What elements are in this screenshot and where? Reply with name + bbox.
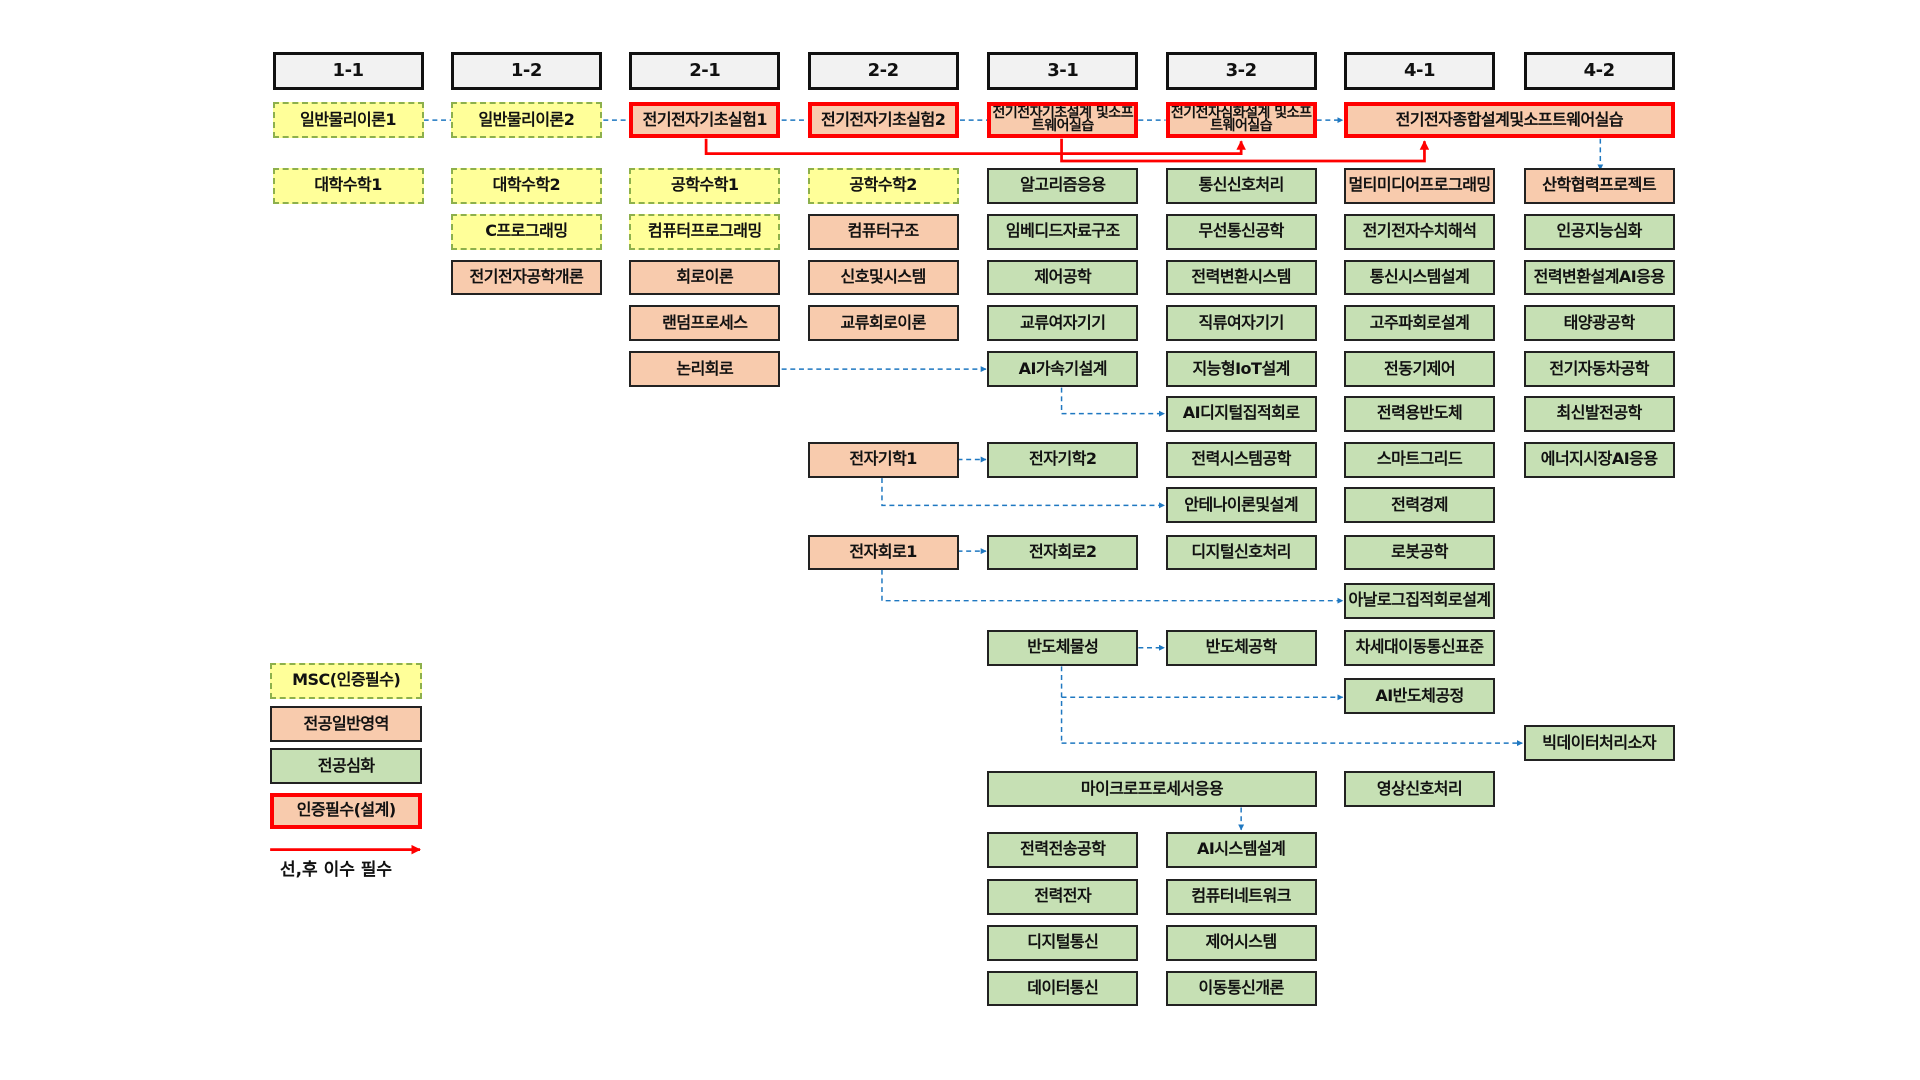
legend-gen: 전공일반영역	[270, 706, 423, 742]
course-box[interactable]: 반도체공학	[1165, 629, 1317, 666]
semester-header-3-1: 3-1	[987, 52, 1139, 91]
course-box[interactable]: 전자기학2	[987, 441, 1139, 478]
course-box[interactable]: 전자기학1	[807, 441, 959, 478]
course-box[interactable]: AI가속기설계	[987, 351, 1139, 388]
course-box[interactable]: 마이크로프로세서응용	[987, 771, 1317, 808]
course-box[interactable]: 직류여자기기	[1165, 305, 1317, 342]
course-box[interactable]: 제어시스템	[1165, 924, 1317, 961]
course-box[interactable]: C프로그래밍	[450, 213, 602, 250]
legend-cert: 인증필수(설계)	[270, 792, 423, 829]
link-aiaccel-aidigital	[1060, 387, 1165, 417]
course-box[interactable]: 회로이론	[629, 259, 781, 296]
prereq-design1-capstone	[1060, 138, 1430, 163]
course-box[interactable]: 컴퓨터네트워크	[1165, 878, 1317, 915]
course-box[interactable]: 고주파회로설계	[1344, 305, 1496, 342]
course-box[interactable]: 대학수학1	[272, 167, 424, 204]
course-box[interactable]: 통신신호처리	[1165, 167, 1317, 204]
course-box[interactable]: 디지털신호처리	[1165, 534, 1317, 571]
legend-adv: 전공심화	[270, 748, 423, 785]
course-box[interactable]: 스마트그리드	[1344, 441, 1496, 478]
course-box[interactable]: 에너지시장AI응용	[1523, 441, 1675, 478]
link-ec1-analog	[881, 569, 1344, 604]
course-box[interactable]: 이동통신개론	[1165, 970, 1317, 1007]
course-box[interactable]: 컴퓨터구조	[807, 213, 959, 250]
course-box[interactable]: 지능형IoT설계	[1165, 351, 1317, 388]
course-box[interactable]: 알고리즘응용	[987, 167, 1139, 204]
semester-header-1-1: 1-1	[272, 52, 424, 91]
course-box[interactable]: 데이터통신	[987, 970, 1139, 1007]
course-box[interactable]: 공학수학1	[629, 167, 781, 204]
course-box[interactable]: 전기전자수치해석	[1344, 213, 1496, 250]
course-box[interactable]: 차세대이동통신표준	[1344, 629, 1496, 666]
semester-header-4-2: 4-2	[1523, 52, 1675, 91]
course-box[interactable]: 빅데이터처리소자	[1523, 725, 1675, 762]
course-box[interactable]: 무선통신공학	[1165, 213, 1317, 250]
course-box[interactable]: 교류회로이론	[807, 305, 959, 342]
course-box[interactable]: 랜덤프로세스	[629, 305, 781, 342]
course-box[interactable]: 교류여자기기	[987, 305, 1139, 342]
semester-header-2-1: 2-1	[629, 52, 781, 91]
course-box[interactable]: 제어공학	[987, 259, 1139, 296]
legend-msc: MSC(인증필수)	[270, 662, 423, 699]
course-box[interactable]: 아날로그집적회로설계	[1344, 582, 1496, 619]
course-box[interactable]: 전동기제어	[1344, 351, 1496, 388]
course-box[interactable]: 산학협력프로젝트	[1523, 167, 1675, 204]
course-box[interactable]: 로봇공학	[1344, 534, 1496, 571]
course-box[interactable]: 전력전자	[987, 878, 1139, 915]
course-box[interactable]: 일반물리이론2	[450, 102, 602, 139]
course-box[interactable]: 태양광공학	[1523, 305, 1675, 342]
course-box[interactable]: AI시스템설계	[1165, 831, 1317, 868]
course-box[interactable]: AI반도체공정	[1344, 678, 1496, 715]
course-box[interactable]: 전력시스템공학	[1165, 441, 1317, 478]
course-box[interactable]: 전기전자종합설계및소프트웨어실습	[1344, 102, 1675, 139]
course-box[interactable]: 전기전자기초설계 및소프트웨어실습	[987, 102, 1139, 139]
prereq-lab1-design2	[704, 138, 1246, 155]
course-box[interactable]: 전력용반도체	[1344, 395, 1496, 432]
course-box[interactable]: 통신시스템설계	[1344, 259, 1496, 296]
course-box[interactable]: 전력경제	[1344, 487, 1496, 524]
legend-prereq-label: 선,후 이수 필수	[279, 859, 393, 880]
course-box[interactable]: 인공지능심화	[1523, 213, 1675, 250]
course-box[interactable]: 최신발전공학	[1523, 395, 1675, 432]
course-box[interactable]: 컴퓨터프로그래밍	[629, 213, 781, 250]
course-box[interactable]: 디지털통신	[987, 924, 1139, 961]
link-em1-antenna	[881, 478, 1165, 509]
semester-header-3-2: 3-2	[1165, 52, 1317, 91]
course-box[interactable]: 전기전자심화설계 및소프트웨어실습	[1165, 102, 1317, 139]
course-box[interactable]: 반도체물성	[987, 629, 1139, 666]
course-box[interactable]: 전자회로2	[987, 534, 1139, 571]
semester-header-1-2: 1-2	[450, 52, 602, 91]
link-semi-aisemi	[1060, 666, 1343, 744]
course-box[interactable]: 전기전자공학개론	[450, 259, 602, 296]
course-box[interactable]: 임베디드자료구조	[987, 213, 1139, 250]
course-box[interactable]: AI디지털집적회로	[1165, 395, 1317, 432]
course-box[interactable]: 신호및시스템	[807, 259, 959, 296]
course-box[interactable]: 대학수학2	[450, 167, 602, 204]
course-box[interactable]: 전기전자기초실험1	[629, 102, 781, 139]
course-box[interactable]: 전자회로1	[807, 534, 959, 571]
semester-header-2-2: 2-2	[807, 52, 959, 91]
course-box[interactable]: 영상신호처리	[1344, 771, 1496, 808]
course-box[interactable]: 전력전송공학	[987, 831, 1139, 868]
course-box[interactable]: 공학수학2	[807, 167, 959, 204]
semester-header-4-1: 4-1	[1344, 52, 1496, 91]
course-box[interactable]: 멀티미디어프로그래밍	[1344, 167, 1496, 204]
course-box[interactable]: 전력변환설계AI응용	[1523, 259, 1675, 296]
course-box[interactable]: 논리회로	[629, 351, 781, 388]
course-box[interactable]: 전기자동차공학	[1523, 351, 1675, 388]
course-box[interactable]: 안테나이론및설계	[1165, 487, 1317, 524]
course-box[interactable]: 일반물리이론1	[272, 102, 424, 139]
course-box[interactable]: 전력변환시스템	[1165, 259, 1317, 296]
course-box[interactable]: 전기전자기초실험2	[807, 102, 959, 139]
